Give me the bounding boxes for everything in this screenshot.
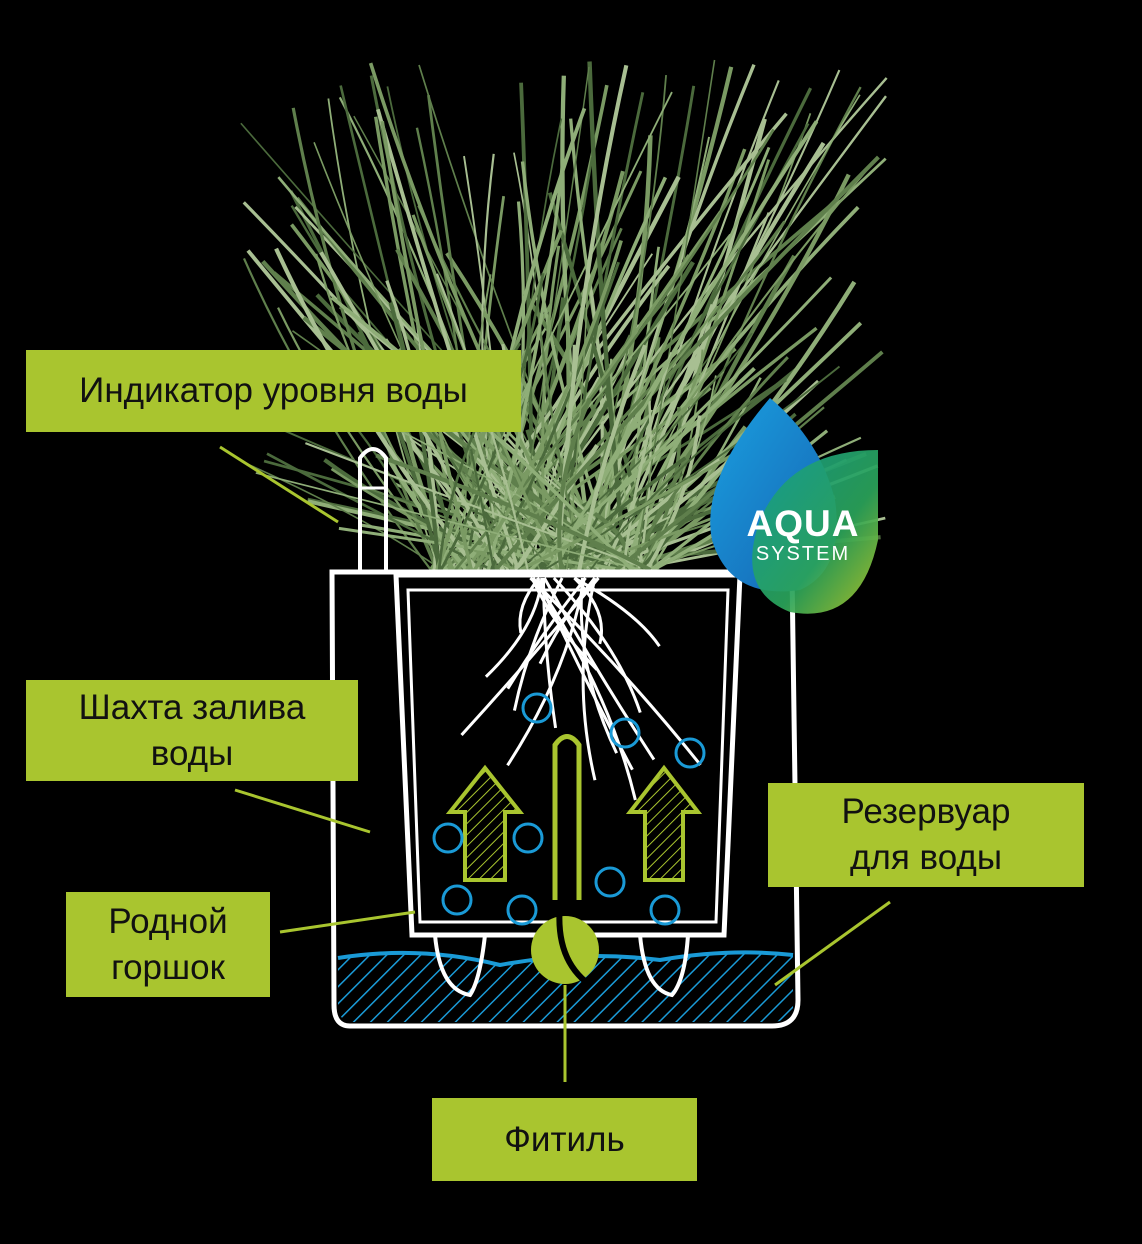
label-wick: Фитиль bbox=[432, 1098, 697, 1181]
root bbox=[518, 577, 541, 634]
logo-aqua: AQUA bbox=[746, 503, 860, 544]
root bbox=[581, 577, 597, 781]
plant-stem bbox=[633, 59, 716, 571]
wick bbox=[552, 734, 582, 900]
water-bubble bbox=[432, 822, 464, 854]
up-arrow-right bbox=[625, 764, 703, 882]
leader-lines bbox=[219, 445, 891, 1082]
plant-stem bbox=[384, 422, 637, 571]
plant-stem bbox=[376, 108, 520, 571]
label-text: для воды bbox=[850, 838, 1002, 877]
label-text: воды bbox=[150, 733, 234, 773]
water-bubble bbox=[521, 692, 553, 724]
plant-stem bbox=[543, 365, 841, 571]
label-reservoir: Резервуар для воды bbox=[768, 783, 1084, 887]
plant-stem bbox=[240, 460, 443, 571]
label-text: Родной bbox=[108, 901, 228, 941]
plant-stem bbox=[454, 128, 775, 571]
root bbox=[460, 577, 600, 737]
plant-stem bbox=[266, 452, 493, 572]
plant-stem bbox=[291, 107, 439, 571]
label-text: Индикатор уровня воды bbox=[79, 371, 468, 410]
root bbox=[506, 577, 586, 767]
inner-pot bbox=[393, 572, 743, 938]
plant-stem bbox=[469, 448, 495, 571]
water-bubbles bbox=[432, 692, 706, 926]
root bbox=[552, 576, 642, 714]
label-text: Фитиль bbox=[504, 1119, 625, 1159]
plant-stem bbox=[645, 415, 702, 571]
plant-stem bbox=[388, 301, 441, 571]
water-bubble bbox=[674, 737, 706, 769]
outer-pot bbox=[329, 569, 801, 1029]
logo-text: AQUA SYSTEM bbox=[738, 503, 868, 566]
label-inner-pot: Родной горшок bbox=[66, 892, 270, 997]
plant-stem bbox=[255, 472, 643, 571]
label-water-level-indicator: Индикатор уровня воды bbox=[26, 350, 521, 432]
roots bbox=[460, 576, 702, 801]
plant-stem bbox=[380, 120, 474, 571]
water-bubble bbox=[609, 717, 641, 749]
plant-stem bbox=[373, 116, 469, 571]
water-bubble bbox=[441, 884, 473, 916]
water-bubble bbox=[512, 822, 544, 854]
label-text: Шахта залива bbox=[78, 687, 306, 727]
aqua-system-logo bbox=[710, 398, 878, 614]
plant-stem bbox=[434, 448, 617, 572]
label-fill-shaft: Шахта залива воды bbox=[26, 680, 358, 781]
water-bubble bbox=[594, 866, 626, 898]
plant-stem bbox=[493, 155, 880, 572]
root bbox=[484, 577, 544, 678]
plant-stem bbox=[628, 414, 698, 571]
root bbox=[573, 576, 603, 645]
plant-stem bbox=[517, 332, 753, 571]
plant-stem bbox=[622, 352, 673, 571]
plant-stem bbox=[489, 261, 620, 571]
plant-stem bbox=[305, 442, 653, 571]
label-text: горшок bbox=[111, 947, 225, 987]
plant-stem bbox=[330, 467, 517, 572]
root bbox=[512, 577, 564, 711]
water-bubble bbox=[506, 894, 538, 926]
logo-system: SYSTEM bbox=[755, 543, 851, 565]
plant-stem bbox=[577, 344, 648, 571]
plant-stem bbox=[375, 453, 652, 572]
plant-stem bbox=[546, 146, 771, 571]
plant-stem bbox=[587, 61, 629, 571]
plant-stem bbox=[486, 161, 565, 571]
label-text: Резервуар bbox=[841, 792, 1011, 831]
root bbox=[573, 576, 661, 648]
up-arrow-left bbox=[445, 764, 525, 882]
water-level-indicator bbox=[358, 447, 388, 572]
water-bubble bbox=[649, 894, 681, 926]
plant-stem bbox=[473, 240, 623, 571]
